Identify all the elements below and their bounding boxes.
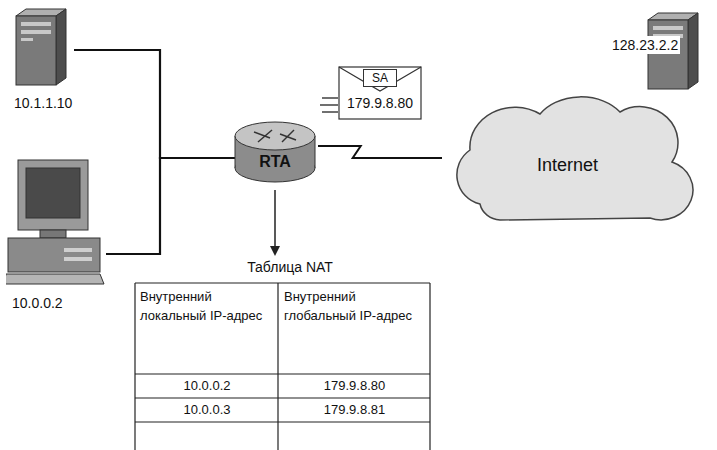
network-node: SA 179.9.8.80 [338, 66, 422, 120]
node-label: 128.23.2.2 [610, 36, 680, 54]
node-label: Internet [440, 154, 695, 176]
table-title: Таблица NAT [235, 258, 345, 277]
pointer-arrow [274, 190, 276, 248]
pc-icon [6, 158, 106, 288]
server-icon [12, 6, 68, 88]
network-node: 128.23.2.2 [610, 6, 714, 102]
network-node: 10.1.1.10 [12, 6, 88, 118]
node-label: RTA [232, 152, 318, 172]
network-node: 10.0.0.2 [6, 158, 106, 318]
node-label: 179.9.8.80 [338, 94, 422, 112]
node-label: 10.1.1.10 [12, 94, 74, 112]
node-label: 10.0.0.2 [10, 294, 65, 312]
node-text: 10.1.1.10 [12, 94, 74, 112]
arrow-head [270, 246, 280, 256]
table-cell: 179.9.8.81 [279, 400, 430, 419]
node-text: Internet [535, 154, 600, 176]
node-label: SA [338, 69, 422, 87]
network-node: Internet [440, 92, 695, 232]
node-text: 10.0.0.2 [10, 294, 65, 312]
network-node: RTA [232, 118, 318, 188]
table-cell: 10.0.0.3 [136, 400, 278, 419]
node-text: 179.9.8.80 [345, 94, 415, 112]
table-cell: 10.0.0.2 [136, 376, 278, 395]
ethernet-link [106, 158, 235, 254]
node-text: 128.23.2.2 [610, 36, 680, 54]
nat-table-grid [135, 283, 430, 450]
table-cell: 179.9.8.80 [279, 376, 430, 395]
ethernet-link [74, 50, 235, 158]
node-text: SA [363, 69, 397, 87]
table-cell: Внутренний глобальный IP-адрес [284, 287, 424, 325]
node-text: RTA [257, 152, 293, 172]
motion-lines [320, 98, 338, 112]
table-cell: Внутренний локальный IP-адрес [140, 287, 272, 325]
serial-link [318, 146, 442, 158]
